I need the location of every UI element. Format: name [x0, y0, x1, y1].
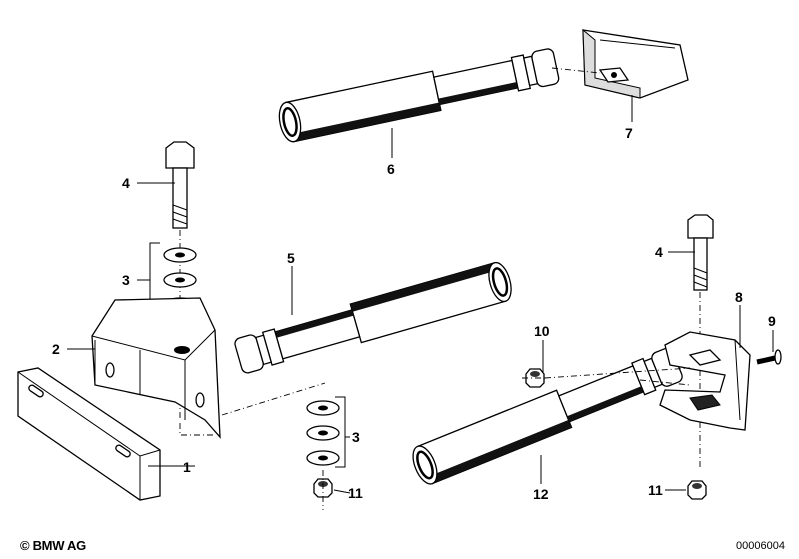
screw-part-9: [756, 349, 782, 365]
tube-part-6: [274, 44, 562, 145]
callout-4-right: 4: [655, 244, 663, 260]
bracket-part-2: [91, 297, 221, 439]
callout-3-upper: 3: [122, 272, 130, 288]
callout-4-left: 4: [122, 175, 130, 191]
callout-1: 1: [183, 459, 191, 475]
callout-2: 2: [52, 341, 60, 357]
callout-9: 9: [768, 313, 776, 329]
bolt-part-4-left: [165, 141, 195, 229]
callout-8: 8: [735, 289, 743, 305]
leader-lines: [67, 95, 774, 494]
callout-11-left: 11: [348, 485, 363, 501]
image-code: 00006004: [736, 540, 785, 552]
washers-part-3-lower: [306, 400, 340, 466]
tube-part-5: [231, 258, 517, 378]
callout-7: 7: [625, 125, 633, 141]
tube-part-12: [406, 343, 686, 489]
callout-10: 10: [534, 323, 550, 339]
callout-12: 12: [533, 486, 549, 502]
callout-3-lower: 3: [352, 429, 360, 445]
plate-part-1: [17, 367, 161, 501]
copyright-text: © BMW AG: [20, 538, 86, 553]
callout-11-right: 11: [648, 482, 663, 498]
bolt-part-4-right: [687, 214, 714, 291]
bracket-part-8: [659, 331, 751, 431]
bracket-part-7: [582, 28, 689, 99]
callout-5: 5: [287, 250, 295, 266]
callout-6: 6: [387, 161, 395, 177]
nut-part-11-right: [687, 480, 707, 500]
